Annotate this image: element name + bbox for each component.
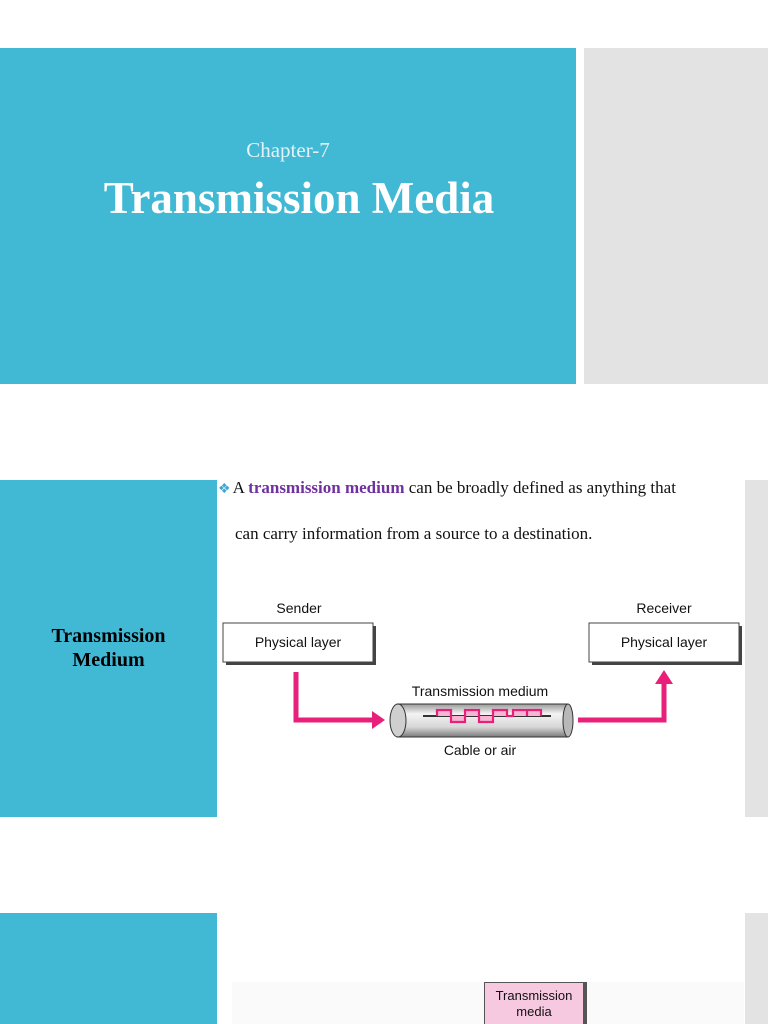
chapter-label: Chapter-7 — [246, 138, 330, 162]
title-slide-background — [0, 48, 576, 384]
medium-label: Transmission medium — [412, 683, 548, 699]
sender-label: Sender — [276, 600, 321, 616]
sender-physical-layer-box — [222, 622, 374, 663]
box-line-1: Transmission — [495, 988, 573, 1003]
slide3-side-panel — [745, 913, 768, 1024]
box-line-2: media — [516, 1004, 552, 1019]
slide2-heading: Transmission Medium — [0, 624, 217, 672]
receiver-arrow — [578, 682, 667, 723]
transmission-diagram: Sender Physical layer Receiver Physical … — [222, 600, 742, 758]
bullet-prefix: A — [232, 478, 244, 497]
slide3-left-panel — [0, 913, 217, 1024]
receiver-label: Receiver — [636, 600, 692, 616]
cable-right-end — [562, 703, 574, 738]
heading-line-1: Transmission — [51, 625, 166, 647]
highlighted-term: transmission medium — [248, 478, 405, 497]
medium-caption: Cable or air — [444, 742, 517, 758]
bullet-point: ❖A transmission medium can be broadly de… — [218, 478, 676, 498]
diamond-bullet-icon: ❖ — [218, 482, 231, 497]
slide2-side-panel — [745, 480, 768, 817]
bullet-text-line-1: can be broadly defined as anything that — [408, 478, 676, 497]
sender-arrow — [293, 672, 373, 723]
receiver-box-label: Physical layer — [621, 634, 708, 650]
signal-waveform — [435, 708, 543, 724]
transmission-media-box: Transmission media — [484, 982, 584, 1024]
cable-left-end — [389, 703, 407, 738]
title-slide-side-panel — [584, 48, 768, 384]
slide2-left-panel — [0, 480, 217, 817]
sender-arrowhead — [372, 711, 385, 729]
sender-box-label: Physical layer — [255, 634, 342, 650]
bullet-text-line-2: can carry information from a source to a… — [235, 524, 593, 543]
receiver-arrowhead — [655, 670, 673, 684]
receiver-physical-layer-box — [588, 622, 740, 663]
slide-title: Transmission Media — [103, 173, 495, 223]
heading-line-2: Medium — [72, 649, 145, 671]
